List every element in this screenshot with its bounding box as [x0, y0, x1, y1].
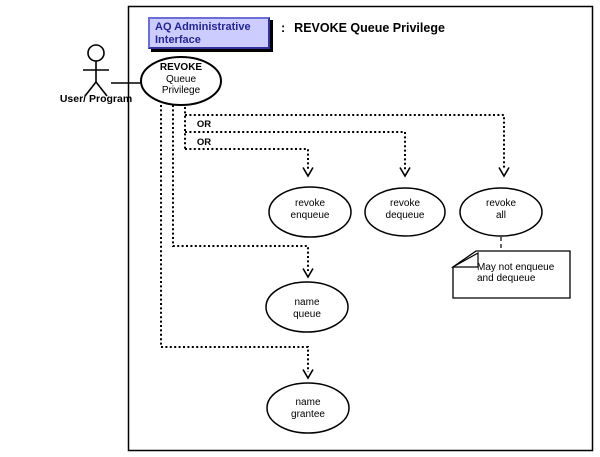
- actor-label-line2: Program: [89, 93, 133, 105]
- flow-to-revoke-all: [185, 114, 505, 170]
- actor-label: User/ Program: [58, 93, 134, 105]
- or-label-1: OR: [196, 119, 212, 130]
- arrowhead-name-queue: [302, 268, 314, 279]
- arrowhead-name-grantee: [302, 369, 314, 380]
- revoke-dequeue-line1: revoke: [389, 198, 420, 209]
- name-queue-line1: name: [294, 297, 320, 308]
- name-grantee-line2: grantee: [291, 408, 325, 420]
- actor-icon: [83, 44, 109, 97]
- arrowhead-revoke-dequeue: [399, 167, 411, 178]
- flow-to-name-queue: [172, 105, 309, 271]
- name-grantee-line1: name: [295, 397, 321, 408]
- revoke-all-label: revoke all: [461, 198, 541, 221]
- diagram-header: : REVOKE Queue Privilege: [281, 21, 445, 35]
- revoke-enqueue-line1: revoke: [294, 198, 325, 209]
- revoke-all-line2: all: [495, 209, 506, 221]
- flow-to-revoke-enqueue: [185, 148, 309, 170]
- note-line2: and dequeue: [477, 273, 536, 284]
- or-label-2: OR: [196, 137, 212, 148]
- actor-label-line1: User/: [59, 93, 87, 105]
- revoke-queue-privilege-label: REVOKE Queue Privilege: [141, 62, 221, 97]
- use-case-revoke-enqueue: [268, 186, 352, 238]
- interface-label-line1: AQ Administrative: [155, 21, 251, 33]
- arrowhead-revoke-all: [498, 167, 510, 178]
- note-fold-corner-icon: [450, 251, 479, 268]
- interface-stereotype-box: AQ Administrative Interface: [148, 17, 270, 49]
- name-grantee-label: name grantee: [268, 397, 348, 420]
- actor-leg-left: [84, 81, 97, 97]
- use-case-revoke-dequeue: [364, 187, 446, 237]
- revoke-enqueue-label: revoke enqueue: [270, 198, 350, 221]
- use-case-revoke-all: [459, 187, 543, 237]
- use-case-name-grantee: [266, 382, 350, 434]
- diagram-frame: [127, 5, 594, 452]
- name-queue-line2: queue: [293, 308, 321, 320]
- revoke-dequeue-label: revoke dequeue: [365, 198, 445, 221]
- arrowhead-revoke-enqueue: [302, 167, 314, 178]
- revoke-enqueue-line2: enqueue: [290, 209, 330, 221]
- use-case-name-queue: [265, 281, 349, 333]
- revoke-all-line1: revoke: [485, 198, 516, 209]
- page-title: REVOKE Queue Privilege: [294, 21, 445, 35]
- actor-head: [87, 44, 105, 62]
- flow-to-name-grantee: [160, 105, 309, 372]
- actor-leg-right: [95, 81, 108, 97]
- header-separator: :: [281, 21, 286, 35]
- flow-to-revoke-dequeue: [185, 131, 406, 170]
- note-label: May not enqueue and dequeue: [477, 262, 567, 284]
- use-case-revoke-queue-privilege: [140, 56, 222, 106]
- interface-label-line2: Interface: [155, 34, 201, 46]
- revoke-queue-privilege-line1: REVOKE: [159, 62, 203, 73]
- revoke-queue-privilege-line2: Queue: [165, 73, 197, 85]
- revoke-queue-privilege-line3: Privilege: [161, 85, 201, 96]
- note-line1: May not enqueue: [477, 262, 555, 273]
- name-queue-label: name queue: [267, 297, 347, 320]
- revoke-dequeue-line2: dequeue: [385, 209, 425, 221]
